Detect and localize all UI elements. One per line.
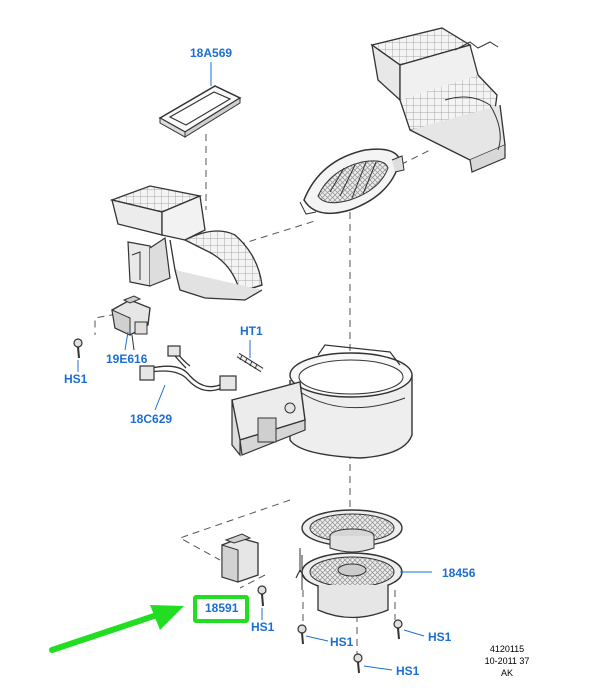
- arrow-right-icon: [49, 605, 184, 653]
- stud-ht1: [236, 352, 264, 373]
- assembly-lines: [94, 134, 431, 655]
- air-inlet-housing: [109, 185, 263, 301]
- wiring-harness-18c629: [149, 349, 223, 392]
- revision: AK: [500, 668, 513, 678]
- callout-screw: HS1: [396, 664, 420, 678]
- harness-connectors: [139, 345, 237, 391]
- callout-gasket: 18A569: [190, 46, 233, 60]
- callout-screw: HS1: [251, 620, 275, 634]
- blower-housing: [231, 344, 413, 459]
- screw-icon: [393, 619, 403, 640]
- screw-icon: [297, 624, 307, 645]
- screw-icon: [73, 338, 83, 359]
- screw-icon: [257, 585, 267, 607]
- date-code: 10-2011 37: [484, 656, 530, 666]
- ref-number: 4120115: [489, 644, 525, 654]
- callout-screw: HS1: [330, 635, 354, 649]
- callout-motor: 18456: [442, 566, 476, 580]
- callout-switch: 19E616: [106, 352, 148, 366]
- highlight-box: [193, 595, 249, 623]
- gasket-18a569: [158, 85, 242, 138]
- callout-screw: HS1: [64, 372, 88, 386]
- screw-icon: [353, 653, 363, 674]
- callout-screw: HS1: [428, 630, 452, 644]
- callout-resistor: 18591: [205, 601, 239, 615]
- upper-inlet-duct: [370, 27, 506, 173]
- drawing-reference: 4120115 10-2011 37 AK: [472, 643, 542, 679]
- blower-motor-18456: [295, 509, 403, 619]
- leader-lines: [77, 62, 432, 671]
- actuator-19e616: [111, 295, 151, 351]
- callout-stud: HT1: [240, 324, 263, 338]
- blower-resistor-18591: [221, 533, 259, 583]
- cabin-air-filter: [299, 148, 405, 215]
- callout-harness: 18C629: [130, 412, 173, 426]
